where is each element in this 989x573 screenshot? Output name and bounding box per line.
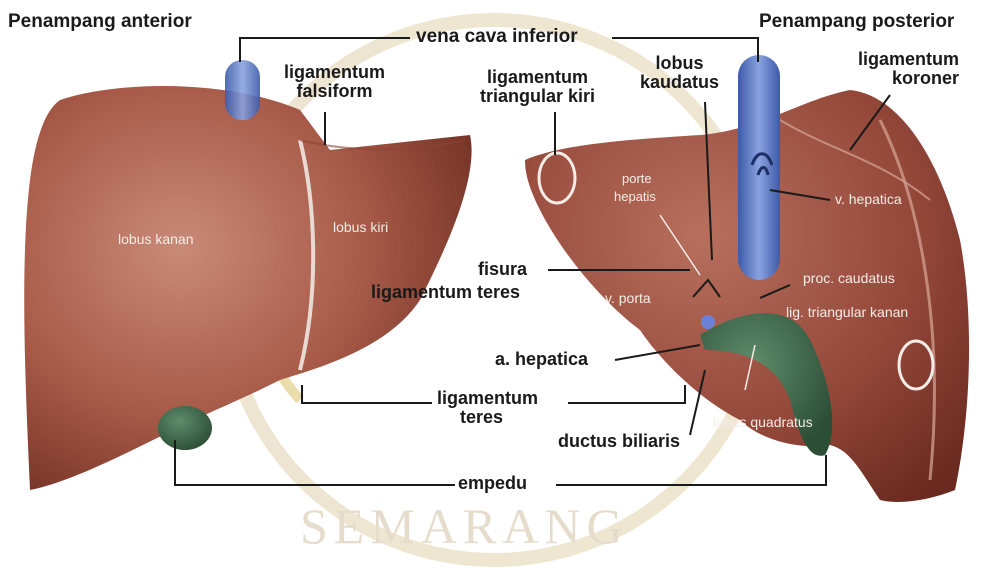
label-fisura: fisura <box>478 260 527 279</box>
label-empedu: empedu <box>458 474 527 493</box>
label-lobus-kanan: lobus kanan <box>118 232 194 247</box>
label-ligamentum-triangular-kiri-line1: ligamentum <box>480 68 595 87</box>
label-ligamentum-koroner: ligamentum koroner <box>852 50 959 88</box>
label-ligamentum-triangular-kiri-line2: triangular kiri <box>480 87 595 106</box>
label-ligamentum-falsiform-line1: ligamentum <box>284 63 385 82</box>
label-porte-hepatis-line1: porte <box>614 170 656 188</box>
label-penampang-anterior: Penampang anterior <box>8 12 192 32</box>
label-porte-hepatis: porte hepatis <box>614 170 656 205</box>
watermark-text: SEMARANG <box>300 500 629 553</box>
label-a-hepatica: a. hepatica <box>495 350 588 369</box>
label-ligamentum-koroner-line2: koroner <box>852 69 959 88</box>
label-lobus-kaudatus-line1: lobus <box>640 54 719 73</box>
gallbladder-anterior-shape <box>158 406 212 450</box>
label-ligamentum-falsiform: ligamentum falsiform <box>284 63 385 101</box>
label-penampang-posterior: Penampang posterior <box>759 12 954 32</box>
label-ligamentum-teres-line1: ligamentum <box>437 389 538 408</box>
porta-vessel <box>701 315 715 329</box>
label-porte-hepatis-line2: hepatis <box>614 188 656 206</box>
label-lobus-kaudatus-line2: kaudatus <box>640 73 719 92</box>
label-ligamentum-teres-line2: teres <box>425 408 538 427</box>
label-lobus-kaudatus: lobus kaudatus <box>640 54 719 92</box>
label-ligamentum-falsiform-line2: falsiform <box>284 82 385 101</box>
label-lig-triangular-kanan: lig. triangular kanan <box>786 305 908 320</box>
ivc-anterior-shape <box>225 60 260 120</box>
label-ductus-biliaris: ductus biliaris <box>558 432 680 451</box>
label-proc-caudatus: proc. caudatus <box>803 271 895 286</box>
label-v-porta: v. porta <box>605 291 651 306</box>
label-ligamentum-teres: ligamentum teres <box>437 389 538 427</box>
label-lobus-quadratus: lobus quadratus <box>713 415 813 430</box>
ivc-posterior-shape <box>738 55 780 280</box>
label-v-hepatica: v. hepatica <box>835 192 902 207</box>
label-ligamentum-teres-fisura: ligamentum teres <box>371 283 520 302</box>
label-ligamentum-koroner-line1: ligamentum <box>852 50 959 69</box>
label-lobus-kiri: lobus kiri <box>333 220 388 235</box>
label-vena-cava-inferior: vena cava inferior <box>416 27 578 47</box>
label-ligamentum-triangular-kiri: ligamentum triangular kiri <box>480 68 595 106</box>
